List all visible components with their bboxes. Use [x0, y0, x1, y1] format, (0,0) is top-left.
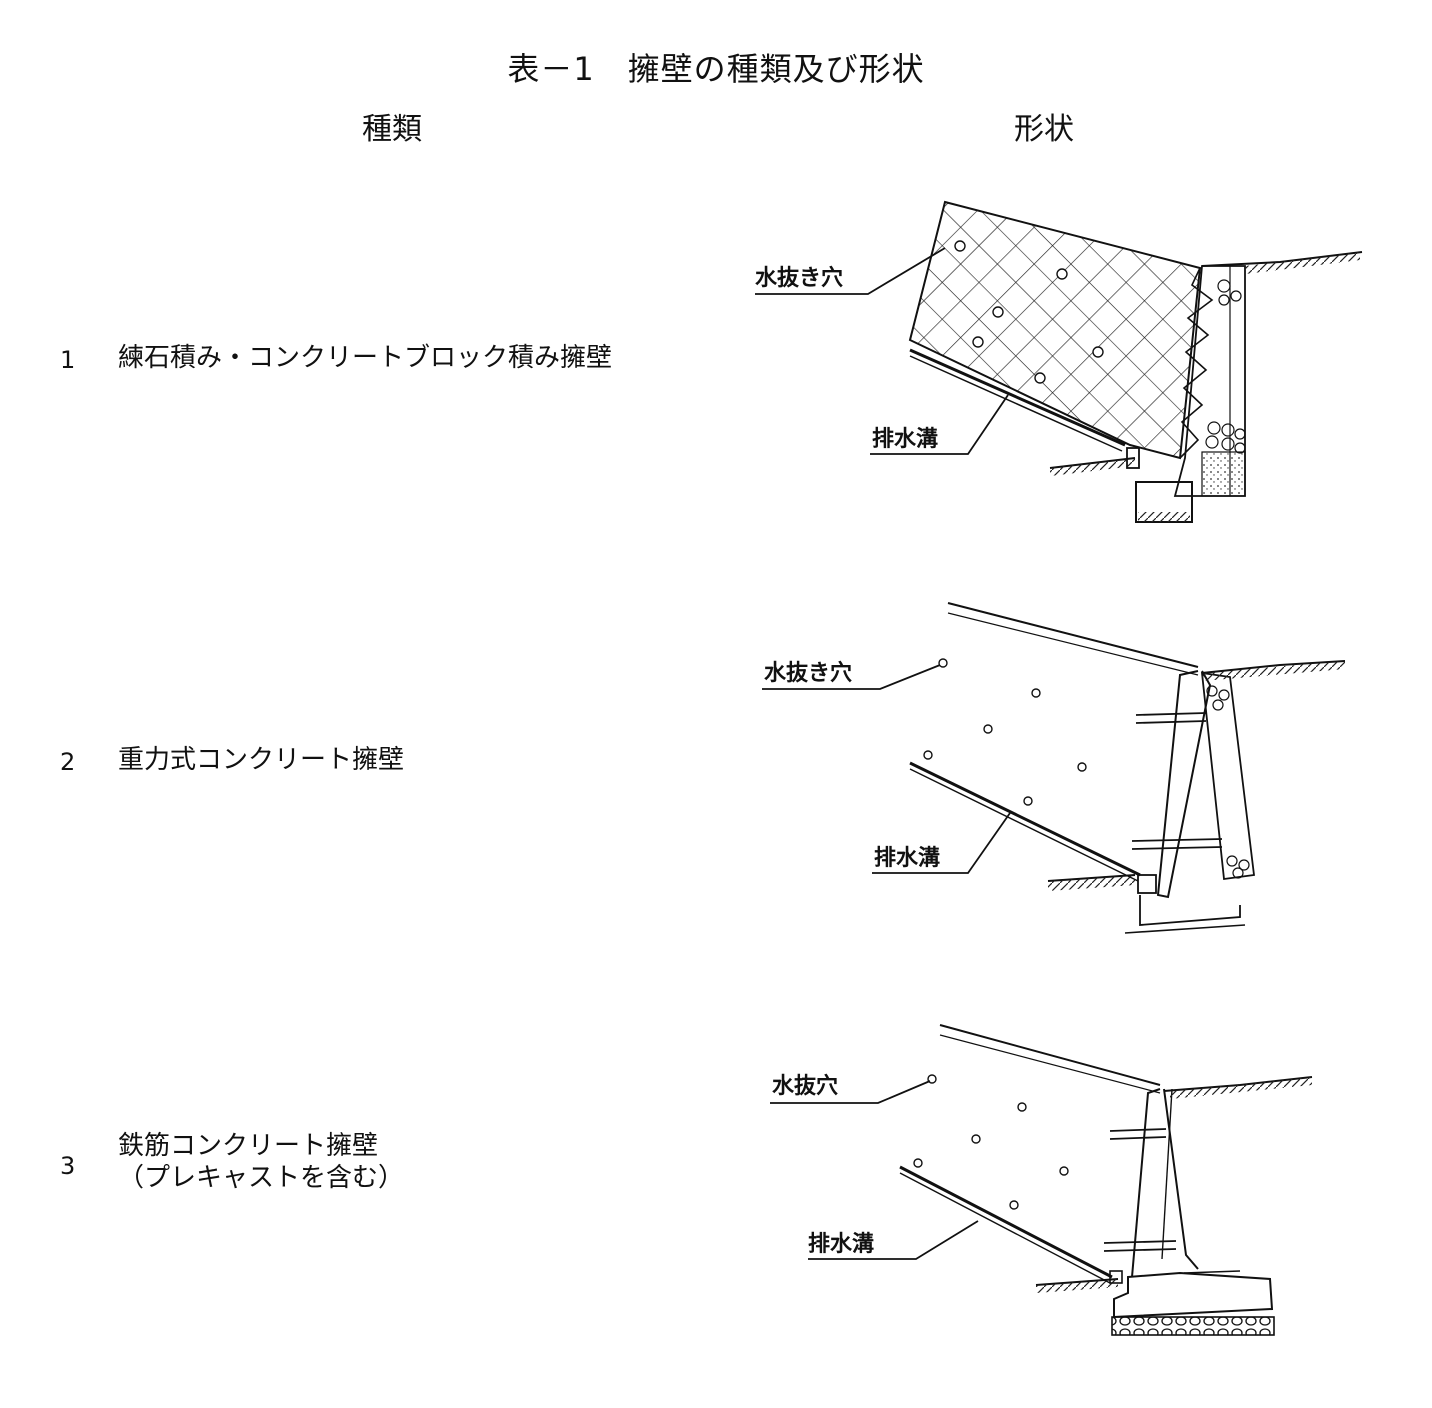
- row-label-line1: 鉄筋コンクリート擁壁: [118, 1131, 379, 1161]
- label-drain: 排水溝: [872, 426, 938, 452]
- wall-face: [908, 200, 1202, 460]
- wall-top-line: [939, 1024, 1161, 1086]
- row-number: 2: [60, 748, 76, 776]
- drain-box: [1126, 447, 1140, 469]
- table-title: 表－1 擁壁の種類及び形状: [507, 50, 925, 88]
- drain-line: [899, 1165, 1113, 1279]
- diagram-rc-wall: 水抜穴 排水溝: [770, 1024, 1313, 1336]
- base-gravel: [1111, 1316, 1275, 1336]
- upper-ground: [1201, 660, 1346, 674]
- drain-box: [1109, 1270, 1123, 1284]
- label-drain: 排水溝: [808, 1231, 874, 1257]
- wall-top-line: [947, 602, 1199, 668]
- row-label-line2: （プレキャストを含む）: [118, 1163, 405, 1193]
- drain-box: [1137, 874, 1157, 894]
- wall-stem: [1131, 1088, 1161, 1278]
- drain-line: [909, 348, 1126, 447]
- diagram-masonry-wall: 水抜き穴 排水溝: [755, 200, 1363, 523]
- gravel-base: [1201, 451, 1246, 497]
- footing: [1139, 895, 1241, 926]
- base-slab: [1113, 1271, 1274, 1319]
- row-label-masonry-wall: 練石積み・コンクリートブロック積み擁壁: [118, 343, 613, 373]
- drain-line: [909, 761, 1141, 877]
- wall-body: [1156, 670, 1212, 899]
- wall-back-zigzag: [1179, 267, 1214, 459]
- label-weep-hole: 水抜穴: [772, 1073, 838, 1099]
- column-header-type: 種類: [362, 112, 422, 147]
- row-number: 1: [60, 346, 76, 374]
- row-label-rc-wall: 鉄筋コンクリート擁壁 （プレキャストを含む）: [118, 1130, 404, 1194]
- row-number: 3: [60, 1152, 76, 1180]
- label-drain: 排水溝: [874, 845, 940, 871]
- label-weep-hole: 水抜き穴: [755, 265, 843, 291]
- label-weep-hole: 水抜き穴: [764, 660, 852, 686]
- column-header-shape: 形状: [1014, 112, 1074, 147]
- row-label-gravity-wall: 重力式コンクリート擁壁: [118, 745, 405, 775]
- diagram-gravity-wall: 水抜き穴 排水溝: [762, 602, 1346, 934]
